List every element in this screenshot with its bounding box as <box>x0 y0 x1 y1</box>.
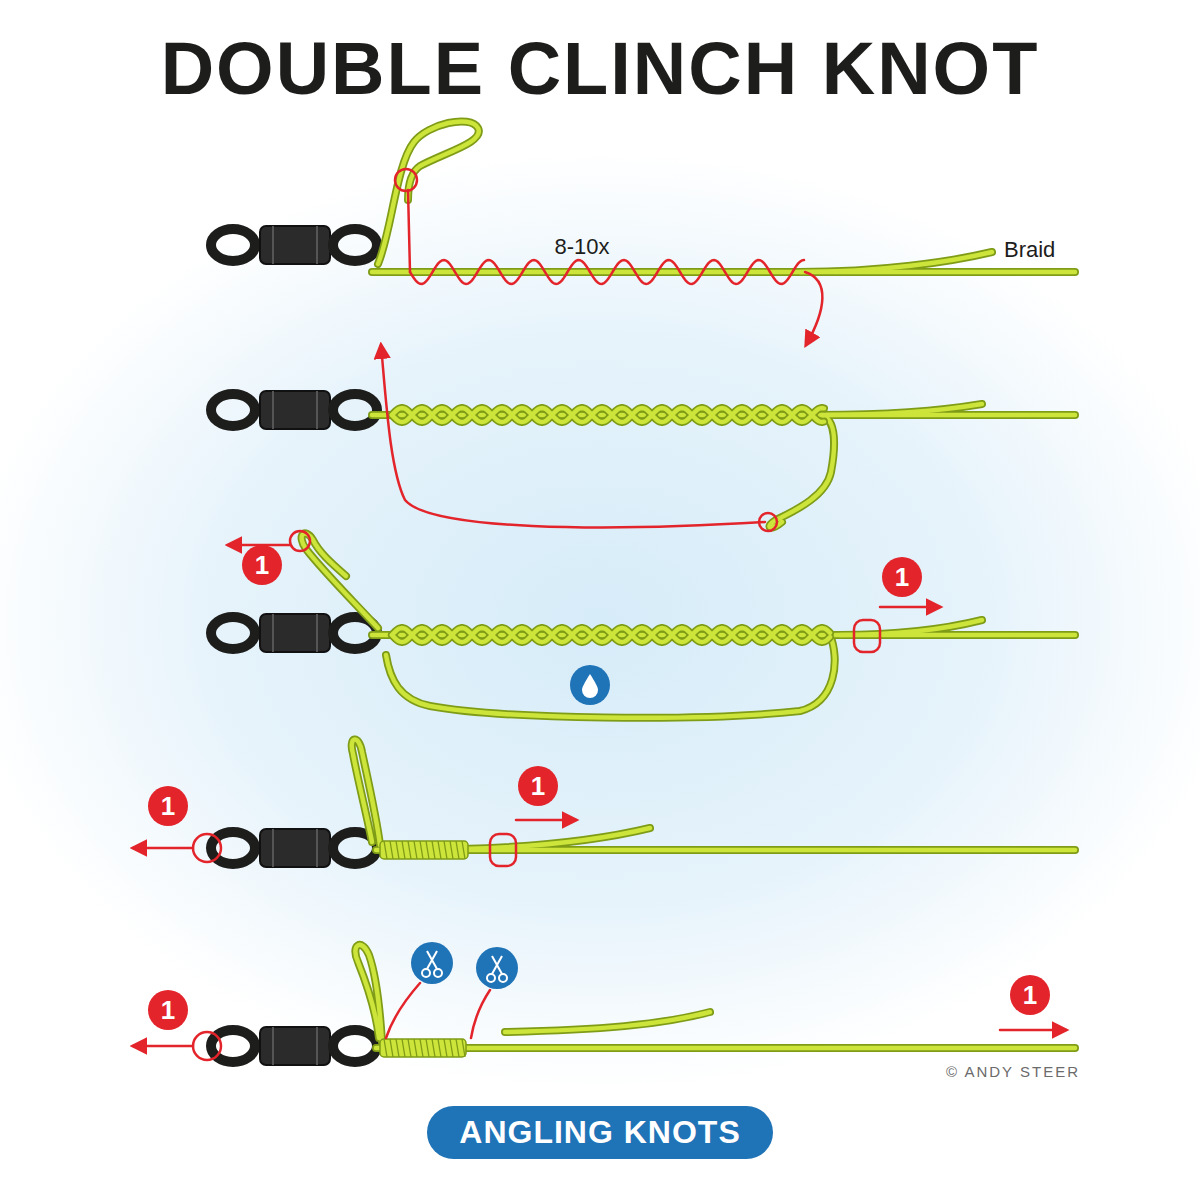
callout-number: 1 <box>242 545 282 585</box>
callout-number: 1 <box>518 766 558 806</box>
badge-pill: ANGLING KNOTS <box>427 1106 772 1159</box>
title: DOUBLE CLINCH KNOT <box>161 26 1040 111</box>
callout-number: 1 <box>882 557 922 597</box>
line-label: Braid <box>1004 237 1055 263</box>
copyright-note: © ANDY STEER <box>946 1063 1080 1080</box>
callout-number: 1 <box>1010 975 1050 1015</box>
badge-text: ANGLING KNOTS <box>459 1114 740 1151</box>
callout-number: 1 <box>148 990 188 1030</box>
callout-number: 1 <box>148 786 188 826</box>
step-count: 8-10x <box>554 234 609 260</box>
